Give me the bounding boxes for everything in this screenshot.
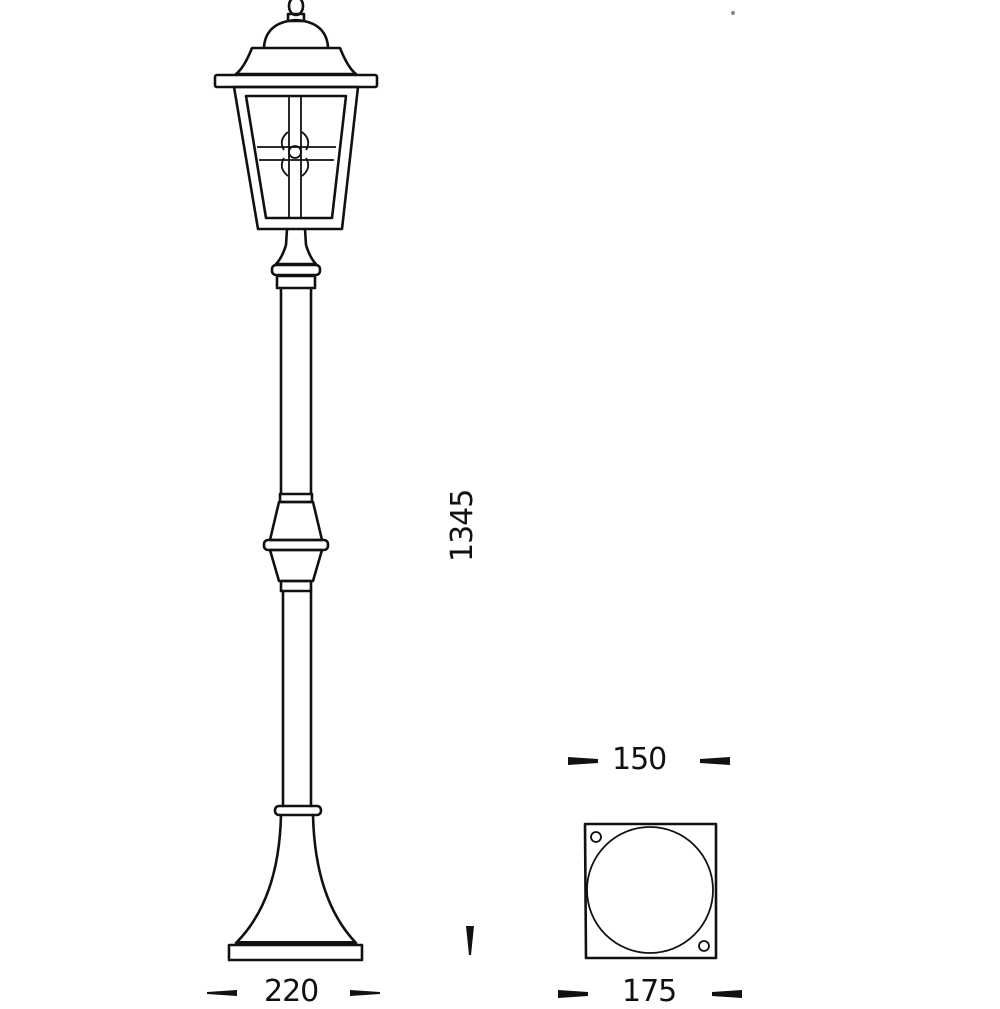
- arrow-up-icon: [466, 926, 474, 955]
- arrow-right-icon: [350, 990, 380, 996]
- dimension-arrows: [207, 757, 742, 998]
- dimension-base-width-label: 220: [264, 974, 319, 1009]
- square-mounting-plate: [583, 822, 718, 960]
- arrow-right-icon: [568, 757, 598, 765]
- lower-shaft: [281, 589, 313, 808]
- middle-ornament: [262, 492, 330, 593]
- arrow-left-icon: [207, 990, 237, 996]
- dimension-plate-width-label: 175: [622, 974, 677, 1009]
- flared-base: [227, 813, 364, 962]
- arrow-left-icon: [700, 757, 730, 765]
- lantern-head: [213, 0, 379, 266]
- dimension-height-label: 1345: [445, 489, 480, 562]
- upper-shaft: [279, 286, 313, 496]
- arrow-right-icon: [558, 990, 588, 998]
- speck: [731, 11, 735, 15]
- lower-collar: [273, 804, 323, 817]
- upper-collar: [270, 263, 322, 290]
- dimension-top-width-label: 150: [612, 742, 667, 777]
- arrow-left-icon: [712, 990, 742, 998]
